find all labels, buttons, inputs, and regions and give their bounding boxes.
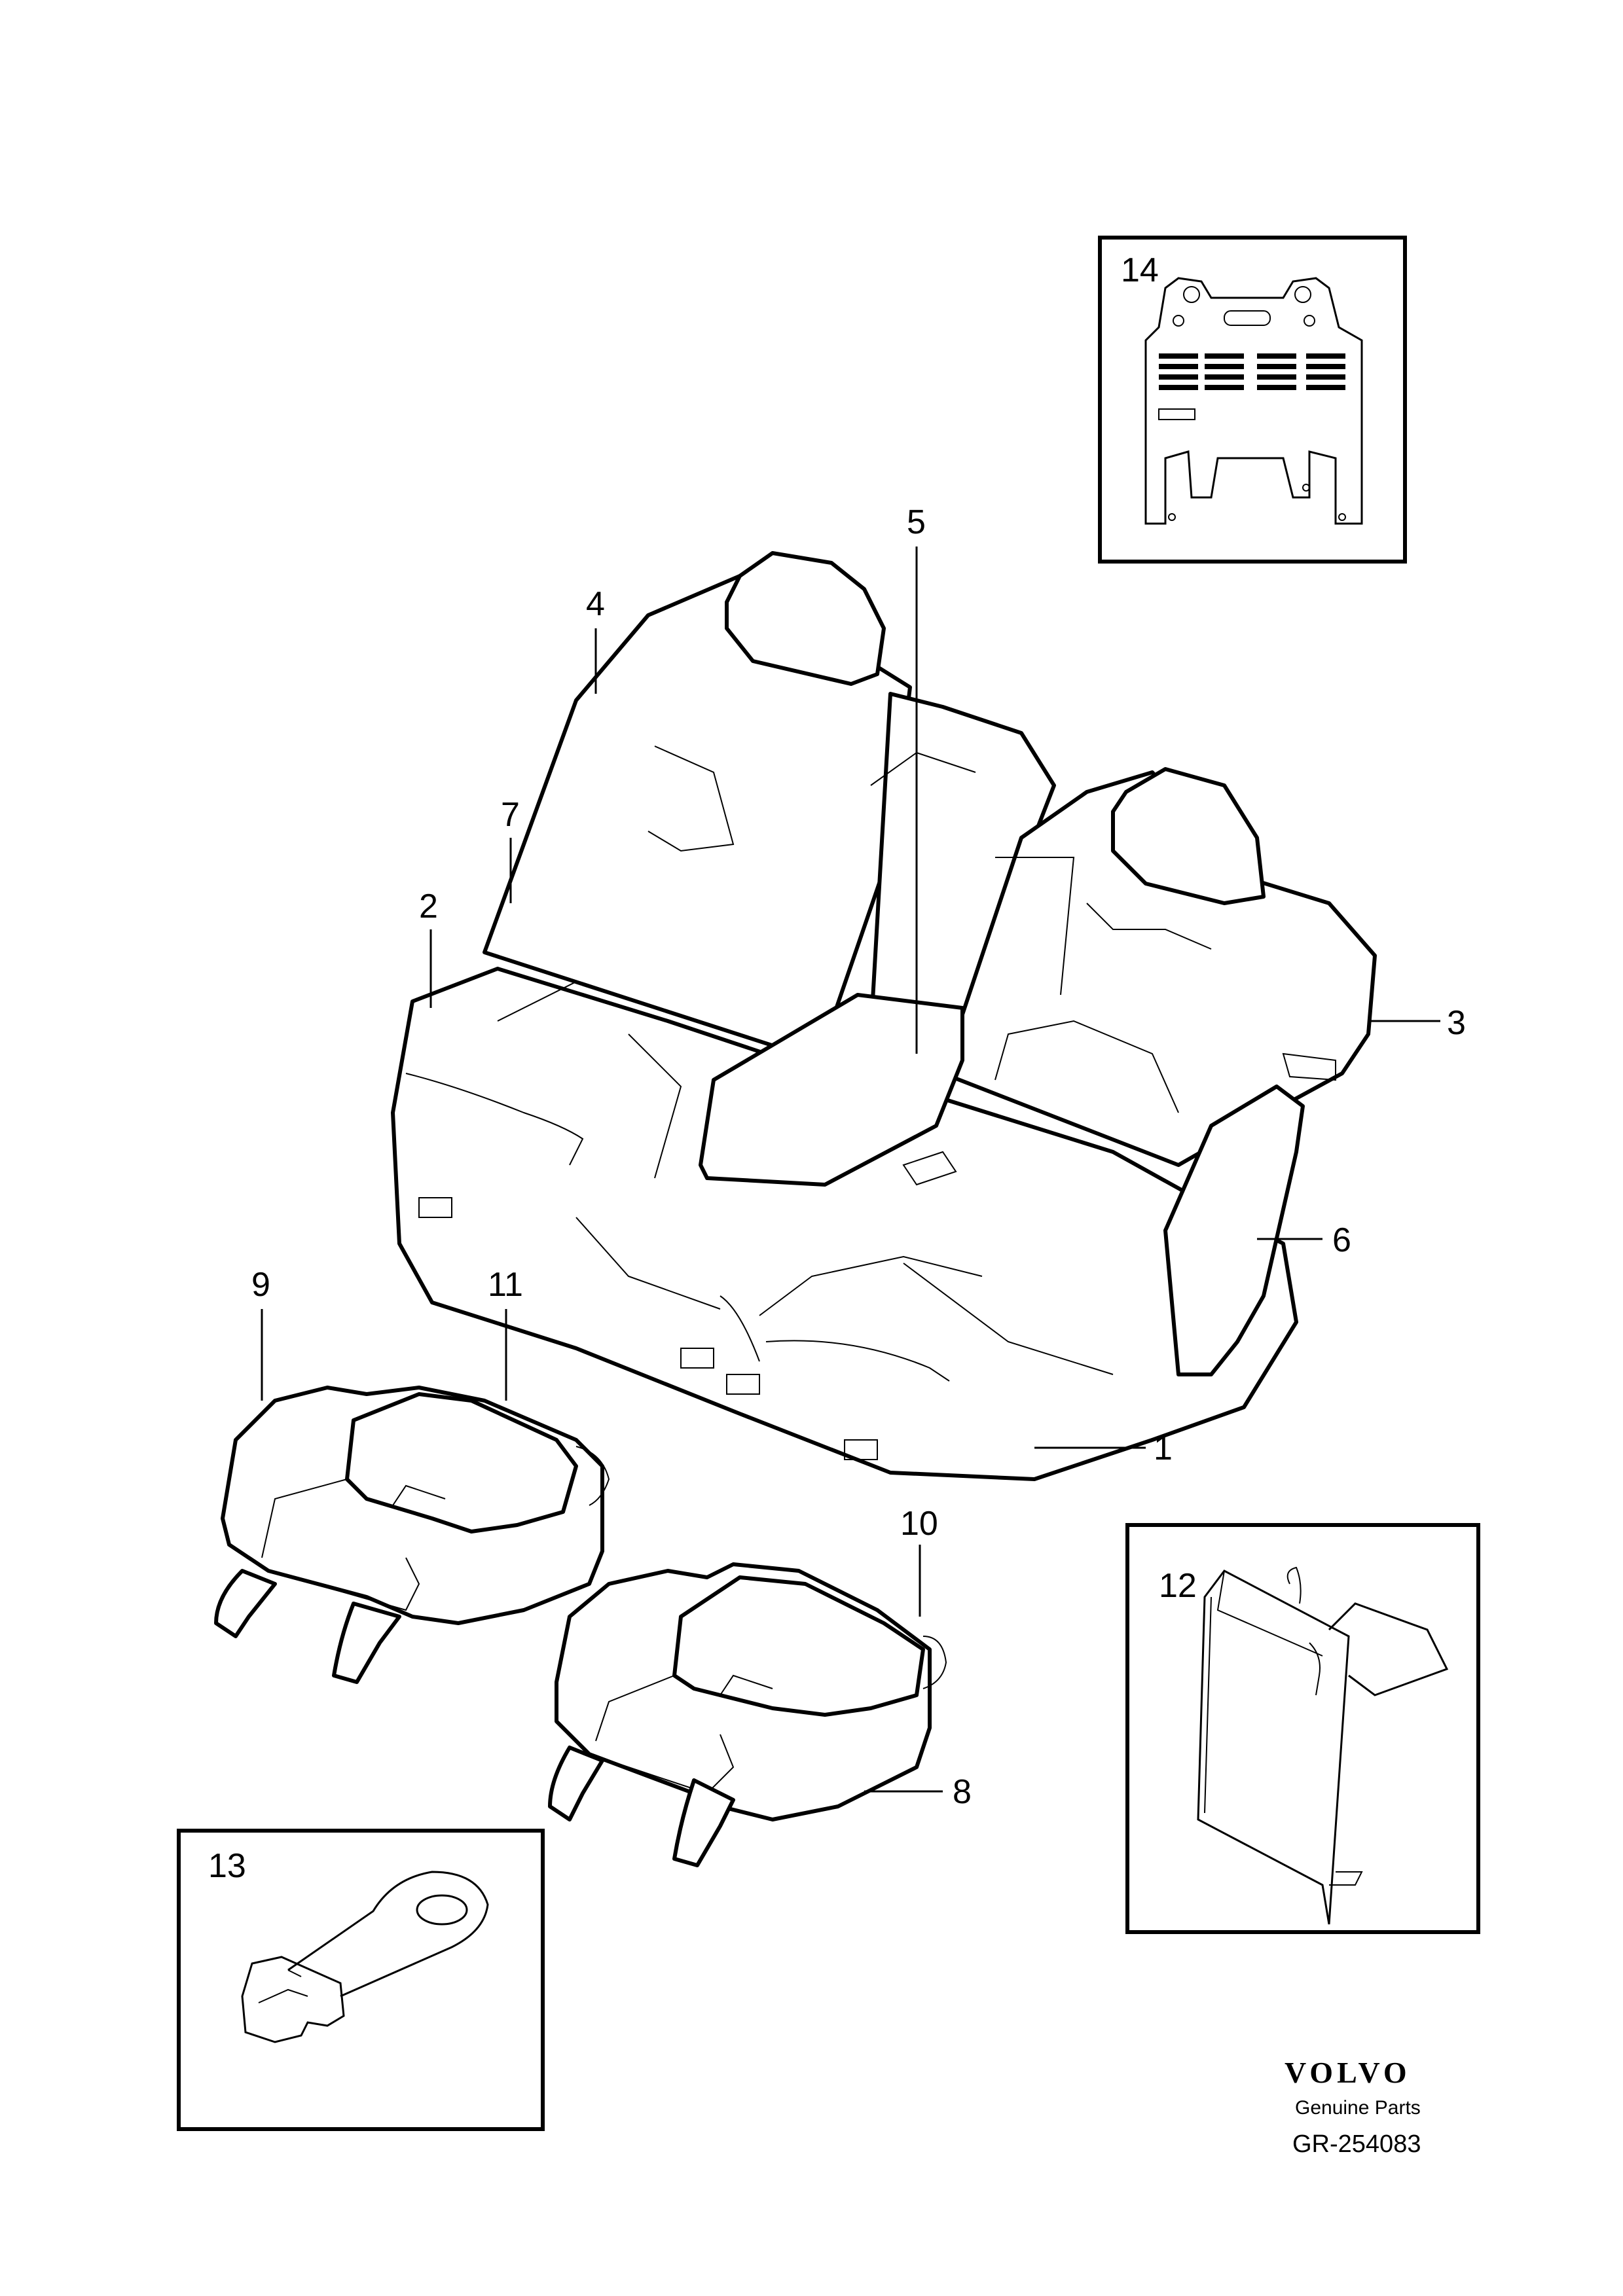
genuine-parts-label: Genuine Parts — [1295, 2097, 1421, 2119]
inset-12-cover: 12 — [1125, 1523, 1480, 1934]
callout-6: 6 — [1332, 1221, 1351, 1259]
callout-7: 7 — [501, 796, 520, 834]
volvo-logo: VOLVO — [1285, 2056, 1411, 2089]
callout-4: 4 — [586, 585, 605, 623]
callout-8: 8 — [953, 1773, 972, 1811]
callout-12: 12 — [1159, 1567, 1197, 1605]
booster-cushion-right — [548, 1562, 947, 1867]
callout-9: 9 — [251, 1266, 270, 1304]
inset-14-label-plate: 14 — [1098, 236, 1407, 564]
callout-10: 10 — [900, 1505, 938, 1543]
booster-cushion-left — [214, 1386, 610, 1684]
inset-13-frame — [177, 1829, 545, 2131]
callout-14: 14 — [1121, 251, 1159, 289]
callout-13: 13 — [208, 1847, 246, 1885]
inset-13-key: 13 — [177, 1829, 545, 2131]
inset-14-frame — [1098, 236, 1407, 564]
callout-11: 11 — [488, 1266, 523, 1304]
callout-3: 3 — [1447, 1004, 1466, 1042]
inset-12-frame — [1125, 1523, 1480, 1934]
drawing-number: GR-254083 — [1292, 2130, 1421, 2158]
leader-lines — [261, 547, 1440, 1793]
callout-5: 5 — [907, 503, 926, 541]
callout-2: 2 — [419, 888, 438, 925]
rear-seat-assembly — [391, 551, 1377, 1481]
callout-1: 1 — [1154, 1429, 1173, 1467]
